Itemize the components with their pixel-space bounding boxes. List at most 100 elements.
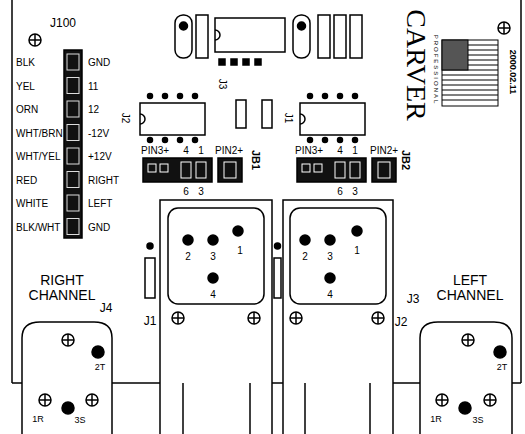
board-edge [12, 382, 22, 384]
xlr-connector [304, 383, 306, 434]
jumper-block [335, 162, 345, 178]
jumper-block [302, 164, 310, 172]
xlr-connector [182, 383, 184, 434]
ic-package [140, 94, 365, 143]
top-components [298, 22, 306, 30]
jumper-block [378, 162, 390, 178]
xlr-connector [233, 226, 243, 236]
xlr-connector [300, 235, 310, 245]
board-edge [512, 382, 521, 384]
top-components [219, 59, 225, 65]
pin-number: 6 [337, 186, 343, 197]
header-connector [67, 54, 79, 70]
jumper-block [181, 162, 191, 178]
pin-number: 3S [472, 416, 483, 426]
mounting-hole [436, 394, 448, 406]
ref-designator: J3 [407, 293, 420, 306]
signal-name: +12V [88, 151, 112, 162]
xlr-connector [160, 200, 272, 434]
ic-package [300, 114, 305, 124]
flag-logo [442, 40, 498, 106]
signal-name: 11 [88, 80, 98, 91]
xlr-connector [208, 235, 218, 245]
top-components [255, 59, 261, 65]
board-edge [12, 0, 521, 383]
pin-number: 2 [302, 251, 308, 262]
ic-package [163, 138, 168, 143]
ic-package [308, 138, 313, 143]
mounting-hole [290, 312, 302, 324]
flag-logo [442, 95, 498, 96]
xlr-connector [249, 383, 251, 434]
ic-package [353, 138, 358, 143]
mounting-hole [462, 334, 474, 346]
pin-number: 4 [327, 289, 333, 300]
pin-number: 4 [183, 145, 189, 156]
mounting-hole [86, 394, 98, 406]
top-components [215, 30, 220, 40]
pin-name: PIN3+ [141, 145, 169, 156]
resistor-symbol [274, 258, 281, 298]
jumper-block [372, 158, 396, 182]
flag-logo [442, 40, 498, 106]
board-edge [520, 0, 522, 383]
pin-number: 4 [210, 289, 216, 300]
phone-jack [22, 322, 512, 434]
ic-package [193, 94, 198, 99]
board-edge [11, 0, 13, 383]
pin-number: 3 [352, 186, 358, 197]
xlr-connector [325, 273, 335, 283]
jumper-block [224, 162, 236, 178]
ref-designator: J100 [50, 17, 76, 30]
ref-designator: J1 [144, 315, 157, 328]
header-connector [64, 50, 82, 238]
brand-logo: CARVER [401, 9, 432, 120]
board-edge [272, 382, 283, 384]
ref-designator: J1 [283, 113, 294, 124]
ref-designator: J2 [120, 113, 131, 124]
pin-number: 1 [198, 145, 204, 156]
board-edge [112, 382, 160, 384]
mounting-hole [372, 312, 384, 324]
phone-jack [62, 402, 74, 414]
ic-package [262, 100, 272, 128]
mounting-hole [29, 22, 510, 406]
jumper-block [350, 162, 360, 178]
ic-package [323, 94, 328, 99]
ic-package [193, 138, 198, 143]
ic-package [308, 94, 313, 99]
jumper-block [143, 158, 212, 182]
header-connector [67, 101, 79, 117]
ic-package [353, 94, 358, 99]
pin-number: 1 [354, 245, 360, 256]
mounting-hole [498, 22, 510, 34]
header-connector [67, 78, 79, 94]
top-components [243, 59, 249, 65]
mounting-hole [172, 312, 184, 324]
pin-number: 4 [337, 145, 343, 156]
jumper-block [196, 162, 206, 178]
signal-name: -12V [88, 127, 109, 138]
flag-logo [442, 90, 498, 91]
ic-package [140, 114, 145, 124]
ref-designator: J3 [217, 79, 228, 90]
ic-package [148, 138, 153, 143]
wire-color: BLK/WHT [16, 221, 60, 232]
pin-number: 1 [352, 145, 358, 156]
jumper-block [218, 158, 242, 182]
jumper-block [148, 164, 156, 172]
channel-label: LEFT CHANNEL [429, 273, 511, 304]
jumper-block [297, 158, 366, 182]
pin-number: 1 [237, 245, 243, 256]
ic-package [178, 138, 183, 143]
jumper-block [314, 164, 322, 172]
pin-number: 6 [183, 186, 189, 197]
phone-jack [92, 346, 104, 358]
top-components [334, 15, 346, 58]
top-components [175, 15, 192, 58]
flag-logo [442, 75, 498, 76]
ref-designator: J2 [395, 316, 408, 329]
xlr-connector [160, 200, 393, 434]
xlr-connector [208, 273, 218, 283]
